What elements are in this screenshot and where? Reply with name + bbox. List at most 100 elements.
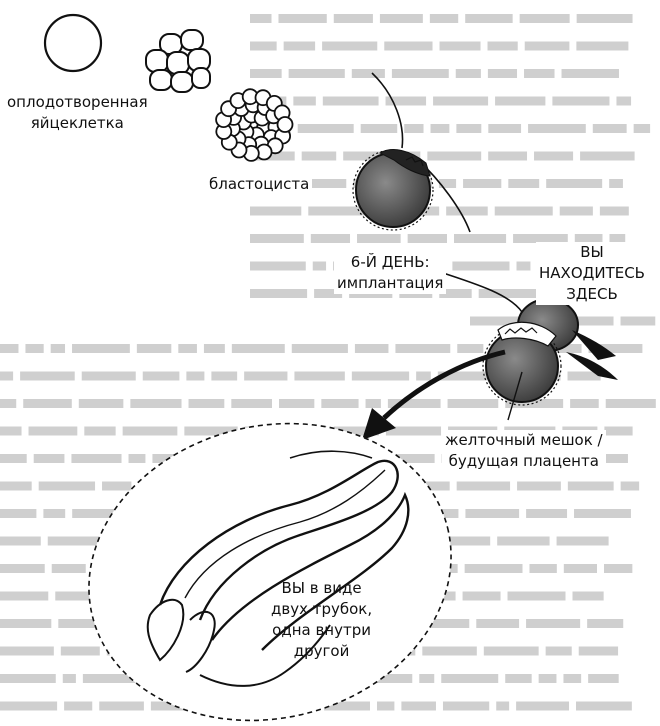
- background-text-word: [376, 701, 395, 711]
- background-text-word: [450, 536, 491, 546]
- background-text-word: [102, 481, 132, 491]
- background-text-word: [308, 206, 366, 216]
- background-text-word: [250, 234, 304, 243]
- dashed-highlight-ellipse: [88, 422, 452, 722]
- background-text-word: [47, 536, 104, 546]
- background-text-word: [20, 371, 75, 381]
- background-text-word: [250, 151, 295, 161]
- background-text-word: [576, 14, 633, 23]
- background-text-word: [178, 344, 197, 353]
- background-text-word: [379, 14, 423, 23]
- background-text-word: [130, 399, 182, 408]
- background-text-word: [184, 426, 238, 436]
- background-text-word: [324, 701, 370, 711]
- you-are-here-line3: ЗДЕСЬ: [566, 285, 618, 303]
- background-text-word: [28, 426, 78, 436]
- background-text-word: [250, 69, 282, 78]
- background-text-word: [508, 179, 540, 188]
- you-are-here-line1: ВЫ: [580, 243, 604, 261]
- background-text-word: [487, 69, 518, 78]
- background-text-word: [413, 206, 440, 216]
- background-text-word: [71, 454, 122, 463]
- background-text-word: [516, 261, 531, 271]
- background-text-word: [51, 564, 86, 573]
- background-text-word: [534, 151, 574, 161]
- blastocyst-icon: [215, 88, 294, 162]
- background-text-word: [0, 426, 22, 436]
- arrow-head-icon: [362, 408, 396, 440]
- background-text-word: [0, 564, 45, 573]
- background-text-word: [439, 41, 481, 51]
- background-text-word: [23, 399, 72, 408]
- background-text-word: [407, 234, 448, 243]
- background-text-word: [385, 426, 442, 436]
- yolk-sac-label-line2: будущая плацента: [448, 452, 599, 470]
- fertilized-egg-icon: [43, 13, 103, 73]
- background-text-word: [0, 399, 17, 408]
- background-text-word: [424, 481, 450, 491]
- background-text-word: [301, 151, 337, 161]
- background-text-word: [291, 344, 348, 353]
- blastocyst-label-text: бластоциста: [209, 175, 310, 193]
- fertilized-egg-label-line2: яйцеклетка: [30, 114, 124, 132]
- background-text-word: [354, 344, 389, 353]
- background-text-word: [588, 344, 643, 353]
- background-text-word: [495, 96, 546, 106]
- background-text-word: [203, 344, 225, 353]
- background-text-word: [250, 289, 308, 298]
- background-text-word: [507, 591, 566, 601]
- background-text-word: [605, 399, 656, 408]
- background-text-word: [567, 371, 601, 381]
- background-text-word: [513, 234, 568, 243]
- background-text-word: [620, 481, 640, 491]
- fertilized-egg-label: оплодотворенная яйцеклетка: [4, 92, 151, 134]
- two-tubes-label-line4: другой: [293, 642, 350, 660]
- background-text-word: [574, 234, 603, 243]
- background-text-word: [33, 454, 65, 463]
- background-text-word: [81, 371, 136, 381]
- background-text-word: [604, 564, 633, 573]
- background-text-word: [529, 564, 557, 573]
- background-text-word: [452, 261, 510, 271]
- background-text-word: [25, 344, 44, 353]
- background-text-word: [64, 701, 93, 711]
- background-text-word: [546, 179, 603, 188]
- implantation-label-line1: 6-Й ДЕНЬ:: [350, 253, 430, 271]
- background-text-word: [572, 591, 604, 601]
- background-text-word: [516, 701, 570, 711]
- background-text-word: [596, 454, 628, 463]
- background-text-word: [505, 399, 564, 408]
- background-text-word: [387, 399, 441, 408]
- background-text-word: [563, 674, 582, 683]
- background-text-word: [0, 344, 19, 353]
- yolk-sac-label-line1: желточный мешок /: [445, 431, 603, 449]
- background-text-word: [545, 646, 572, 656]
- background-text-word: [231, 344, 285, 353]
- background-text-word: [609, 234, 626, 243]
- background-text-word: [351, 371, 410, 381]
- background-text-word: [463, 179, 502, 188]
- background-text-word: [379, 454, 435, 463]
- background-text-word: [462, 591, 501, 601]
- background-text-word: [487, 41, 518, 51]
- background-text-word: [524, 69, 555, 78]
- implantation-label: 6-Й ДЕНЬ: имплантация: [334, 252, 447, 294]
- background-text-word: [538, 674, 557, 683]
- background-text-word: [297, 124, 354, 133]
- background-text-word: [395, 344, 451, 353]
- background-text-word: [322, 96, 379, 106]
- background-text-word: [587, 619, 624, 628]
- background-text-word: [517, 481, 561, 491]
- background-text-word: [442, 701, 490, 711]
- background-text-word: [250, 41, 277, 51]
- background-text-word: [416, 371, 431, 381]
- background-text-word: [60, 646, 100, 656]
- background-text-word: [439, 289, 472, 298]
- background-text-word: [457, 344, 484, 353]
- guide-line-lower: [439, 271, 523, 313]
- background-text-word: [604, 426, 633, 436]
- background-text-word: [312, 261, 327, 271]
- background-text-word: [427, 151, 482, 161]
- background-text-word: [0, 371, 14, 381]
- background-text-word: [0, 619, 52, 628]
